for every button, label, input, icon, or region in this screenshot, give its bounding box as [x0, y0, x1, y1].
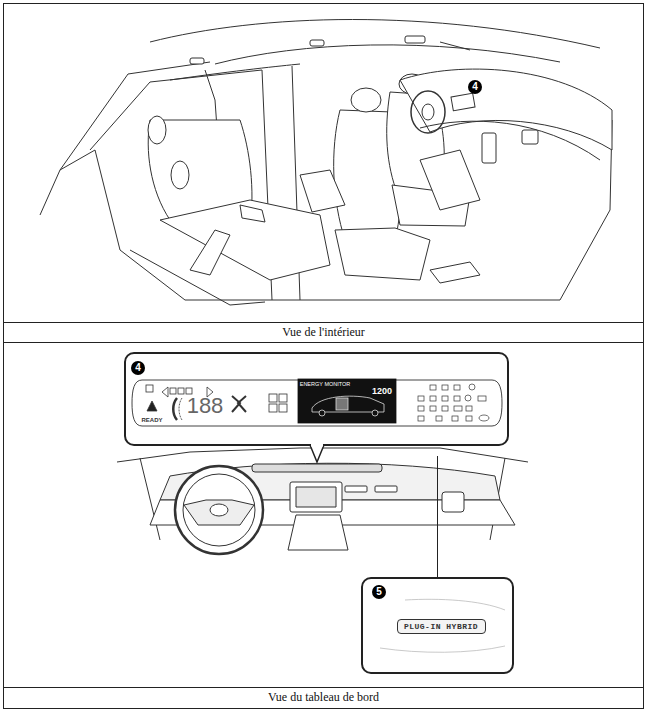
badge-callout: [362, 578, 513, 673]
interior-drawing: [40, 20, 612, 306]
dashboard-drawing: [117, 448, 528, 578]
caption-text: Vue de l'intérieur: [282, 325, 365, 340]
callout-number: 5: [372, 585, 386, 599]
badge-text: PLUG-IN HYBRID: [404, 622, 478, 631]
speed-readout: 188: [187, 395, 224, 417]
screen-title: ENERGY MONITOR: [300, 382, 351, 388]
caption-band: Vue de l'intérieur: [4, 323, 643, 342]
callout-number: 4: [131, 361, 145, 375]
display-callout: [125, 353, 508, 462]
badge-plate: PLUG-IN HYBRID: [397, 619, 486, 634]
caption-band: Vue du tableau de bord: [4, 688, 643, 707]
ready-indicator: READY: [141, 417, 162, 423]
caption-text: Vue du tableau de bord: [268, 690, 379, 705]
rule: [4, 342, 644, 343]
screen-value: 1200: [372, 387, 392, 396]
frame: [4, 4, 644, 709]
callout-number: 4: [468, 80, 482, 94]
